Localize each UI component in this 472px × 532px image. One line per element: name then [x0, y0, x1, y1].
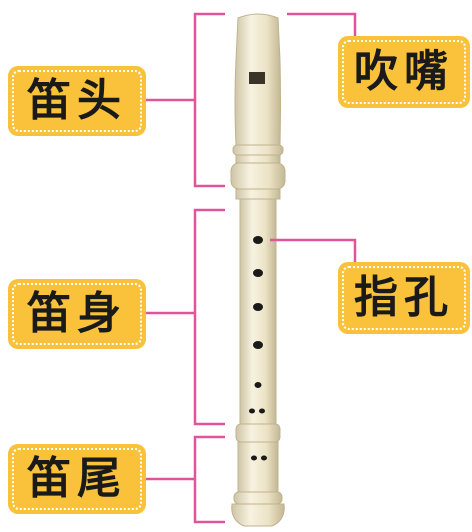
- finger-holes-pointer: [270, 238, 357, 262]
- finger-hole: [254, 382, 262, 388]
- label-head: 笛头: [8, 66, 146, 136]
- label-mouthpiece: 吹嘴: [338, 36, 470, 108]
- finger-hole: [261, 455, 267, 461]
- finger-hole: [251, 455, 257, 461]
- recorder-head: [230, 13, 286, 200]
- recorder-foot: [231, 423, 285, 527]
- window-opening: [249, 72, 265, 84]
- finger-hole: [253, 269, 263, 277]
- finger-hole: [259, 408, 265, 414]
- label-tail: 笛尾: [8, 444, 146, 514]
- recorder-body: [239, 198, 277, 425]
- finger-hole: [249, 408, 255, 414]
- label-body: 笛身: [8, 279, 146, 349]
- finger-hole: [253, 236, 263, 244]
- bracket-lines: [146, 12, 357, 524]
- tail-bracket: [193, 435, 225, 524]
- body-bracket: [193, 208, 225, 426]
- label-finger-holes: 指孔: [338, 262, 470, 334]
- finger-hole: [253, 341, 263, 349]
- mouthpiece-pointer: [287, 12, 357, 40]
- head-bracket: [193, 12, 225, 188]
- finger-hole: [253, 303, 263, 311]
